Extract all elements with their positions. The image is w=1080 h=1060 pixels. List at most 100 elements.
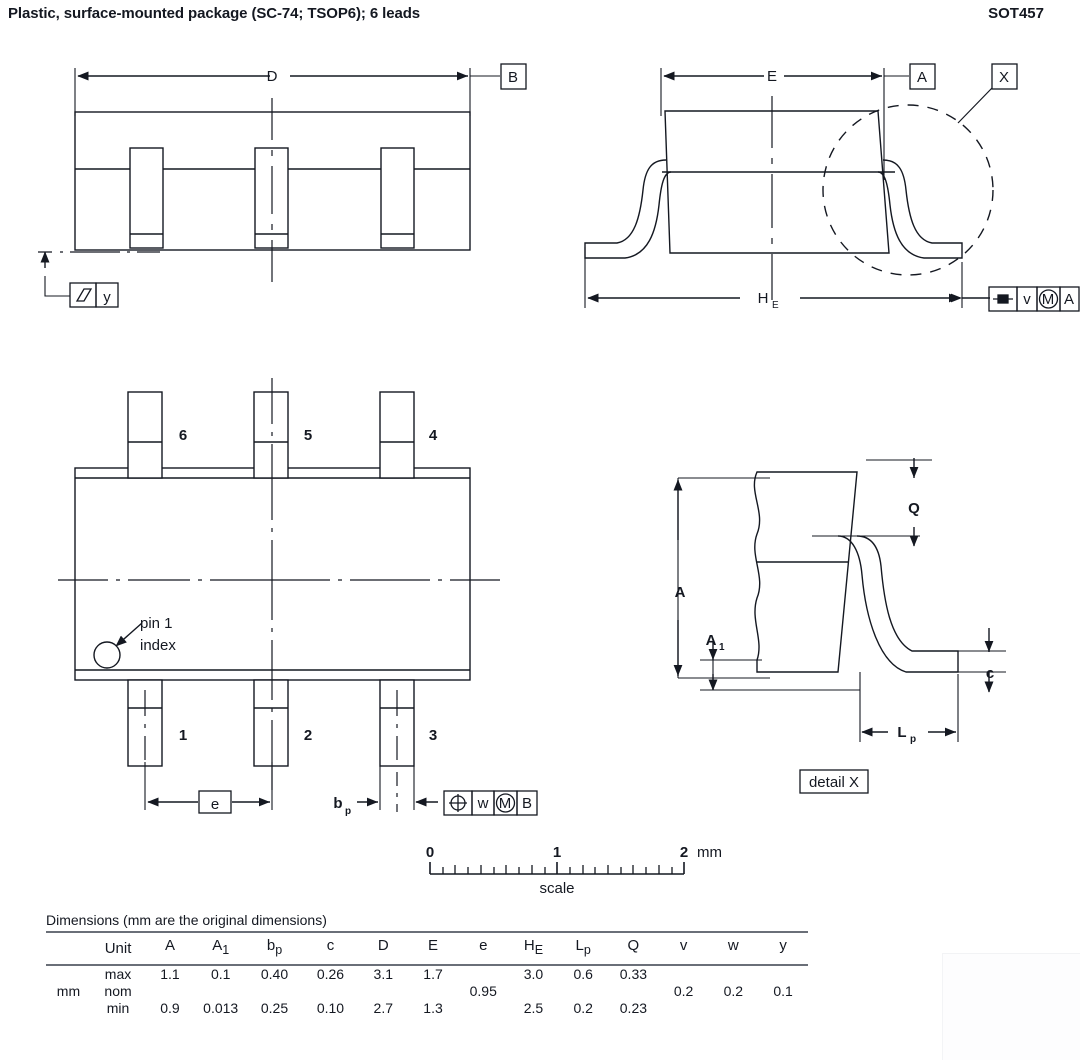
cell-nom-A	[145, 983, 195, 1000]
scale-bar-group	[429, 862, 685, 875]
pin1-index-label-line2: index	[140, 637, 176, 654]
cell-min-Lp: 0.2	[573, 1000, 593, 1016]
cell-max-HE: 3.0	[523, 966, 544, 982]
cell-max-Q: 0.33	[619, 966, 648, 982]
pin-label-2: 2	[304, 727, 312, 744]
pin-label-6: 6	[179, 427, 187, 444]
cell-max-v	[659, 966, 709, 983]
cell-min-bp: 0.25	[260, 1000, 289, 1016]
side-view-group	[584, 63, 1080, 312]
pin-label-3: 3	[429, 727, 437, 744]
scale-tick-2: 2	[680, 844, 688, 861]
cell-min-c: 0.10	[316, 1000, 345, 1016]
top-view-group	[38, 63, 527, 308]
detail-x-group	[673, 458, 1006, 794]
col-header-E: E	[428, 937, 439, 954]
parallelism-datum-label-y: y	[103, 289, 111, 306]
dimension-label-bp-sub: p	[345, 806, 351, 817]
cell-min-D: 2.7	[373, 1000, 394, 1016]
tolerance-modifier-m: M	[1042, 291, 1055, 308]
cell-max-c: 0.26	[316, 966, 345, 982]
dimension-label-e-pitch: e	[211, 796, 219, 813]
dimension-label-a1-sub: 1	[719, 642, 725, 653]
cell-nom-e: 0.95	[469, 983, 497, 999]
cell-nom-D	[358, 983, 408, 1000]
dimensions-table-block: Dimensions (mm are the original dimensio…	[46, 912, 808, 1017]
detail-callout-label-x: X	[999, 69, 1009, 86]
col-header-Q: Q	[627, 937, 640, 954]
dimension-label-q: Q	[908, 500, 920, 517]
row-label-min: min	[106, 1000, 130, 1016]
pin-label-5: 5	[304, 427, 312, 444]
dimension-label-c: c	[986, 665, 994, 682]
cell-min-v	[659, 1000, 709, 1017]
cell-nom-v: 0.2	[673, 983, 694, 999]
detail-x-caption: detail X	[809, 774, 859, 791]
cell-max-bp: 0.40	[260, 966, 289, 982]
dimension-label-bp: b	[333, 795, 342, 812]
cell-nom-Lp	[558, 983, 608, 1000]
cell-max-y	[758, 966, 808, 983]
col-header-unit: Unit	[104, 939, 132, 957]
cell-nom-c	[302, 983, 358, 1000]
cell-nom-E	[408, 983, 458, 1000]
cell-min-Q: 0.23	[619, 1000, 648, 1016]
dimension-label-a1: A	[706, 632, 717, 649]
col-header-A: A	[164, 937, 175, 954]
cell-max-A1: 0.1	[210, 966, 231, 982]
cell-max-e	[458, 966, 509, 983]
col-header-y: y	[779, 937, 787, 954]
package-outline-drawing: D B y E A X H E v M A 6 5 4 1 2 3 pin 1 …	[38, 63, 1080, 897]
unit-value-mm: mm	[56, 983, 81, 999]
tolerance-modifier-m-plan: M	[499, 795, 512, 812]
table-row: max 1.1 0.1 0.40 0.26 3.1 1.7 3.0 0.6 0.…	[46, 966, 808, 983]
col-header-v: v	[679, 937, 688, 954]
dimensions-table: Unit A A1 bp c D E e HE Lp Q v w y max 1…	[46, 931, 808, 1017]
col-header-c: c	[326, 937, 335, 954]
dimension-label-lp: L	[897, 724, 906, 741]
dimension-label-he: H	[758, 290, 769, 307]
cell-min-A1: 0.013	[203, 1000, 239, 1016]
cell-max-Lp: 0.6	[573, 966, 593, 982]
col-header-D: D	[377, 937, 389, 954]
pin-label-4: 4	[429, 427, 438, 444]
scale-unit: mm	[697, 844, 722, 861]
cell-min-E: 1.3	[423, 1000, 443, 1016]
scale-caption: scale	[539, 880, 574, 897]
blank-panel	[942, 953, 1080, 1060]
table-row: mm nom 0.95 0.2 0.2 0.1	[46, 983, 808, 1000]
cell-min-e	[458, 1000, 509, 1017]
cell-nom-w: 0.2	[723, 983, 744, 999]
table-header-row: Unit A A1 bp c D E e HE Lp Q v w y	[46, 933, 808, 965]
dimension-label-d: D	[267, 68, 278, 85]
pin-label-1: 1	[179, 727, 187, 744]
tolerance-datum-a: A	[1064, 291, 1074, 308]
scale-tick-0: 0	[426, 844, 434, 861]
datum-label-b: B	[508, 69, 518, 86]
tolerance-value-v: v	[1023, 291, 1031, 308]
table-row: min 0.9 0.013 0.25 0.10 2.7 1.3 2.5 0.2 …	[46, 1000, 808, 1017]
pin1-index-label-line1: pin 1	[140, 615, 173, 632]
cell-max-A: 1.1	[160, 966, 180, 982]
col-header-bp: bp	[266, 937, 283, 957]
scale-tick-1: 1	[553, 844, 561, 861]
page-title: Plastic, surface-mounted package (SC-74;…	[8, 5, 421, 22]
cell-min-w	[708, 1000, 758, 1017]
plan-view-group	[58, 378, 538, 816]
cell-max-D: 3.1	[373, 966, 394, 982]
tolerance-value-w: w	[477, 795, 489, 812]
col-header-Lp: Lp	[575, 937, 591, 957]
datum-label-a: A	[917, 69, 927, 86]
cell-min-y	[758, 1000, 808, 1017]
cell-min-A: 0.9	[160, 1000, 180, 1016]
cell-nom-HE	[509, 983, 559, 1000]
cell-min-HE: 2.5	[523, 1000, 544, 1016]
dimension-label-e: E	[767, 68, 777, 85]
row-label-max: max	[104, 966, 132, 982]
cell-max-w	[708, 966, 758, 983]
tolerance-datum-b: B	[522, 795, 532, 812]
dimension-label-he-sub: E	[772, 300, 779, 311]
cell-nom-y: 0.1	[773, 983, 793, 999]
package-code: SOT457	[988, 5, 1044, 22]
col-header-HE: HE	[523, 937, 544, 957]
